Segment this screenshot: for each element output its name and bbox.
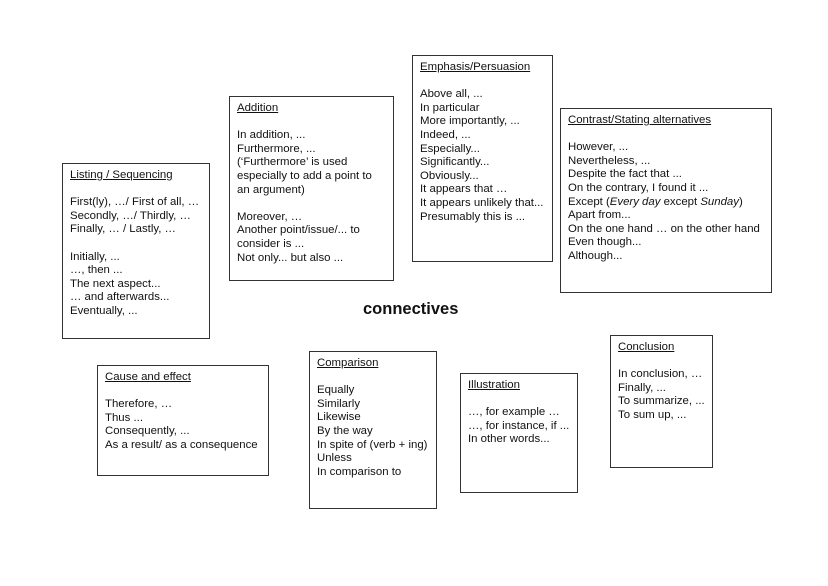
connective-line: an argument) [237,183,305,196]
line-gap [70,237,202,251]
except-italic-2: Sunday [700,195,739,208]
box-lines: …, for example ……, for instance, if ...I… [468,406,570,447]
connective-line: To sum up, ... [618,408,687,421]
box-title: Illustration [468,379,520,391]
connective-line: … and afterwards... [70,291,170,304]
connective-line: Consequently, ... [105,425,190,438]
box-title: Emphasis/Persuasion [420,61,531,73]
connective-line: By the way [317,424,373,437]
connective-line: Secondly, …/ Thirdly, … [70,209,191,222]
connective-line: especially to add a point to [237,169,372,182]
connective-line: However, ... [568,141,629,154]
addition-box: Addition In addition, ...Furthermore, ..… [229,96,394,281]
box-lines: However, ...Nevertheless, ...Despite the… [568,141,764,195]
connective-line: Furthermore, ... [237,142,316,155]
connective-line: More importantly, ... [420,115,520,128]
box-lines: In addition, ...Furthermore, ...(‘Furthe… [237,129,386,265]
connective-line: Not only... but also ... [237,251,344,264]
connective-line: It appears that … [420,183,508,196]
box-lines: Therefore, …Thus ...Consequently, ...As … [105,398,261,452]
connective-line: In spite of (verb + ing) [317,438,428,451]
connective-line: …, for example … [468,406,560,419]
connective-line: Another point/issue/... to [237,224,360,237]
connective-line: On the one hand … on the other hand [568,222,760,235]
except-italic-1: Every day [609,195,661,208]
connective-line: …, for instance, if ... [468,419,570,432]
connective-line: In particular [420,101,480,114]
connective-line: Despite the fact that ... [568,168,682,181]
line-gap [237,197,386,211]
connective-line: To summarize, ... [618,395,705,408]
connective-line: Similarly [317,397,361,410]
connective-line: As a result/ as a consequence [105,438,258,451]
contrast-alternatives-box: Contrast/Stating alternatives However, .… [560,108,772,293]
connective-line: On the contrary, I found it ... [568,181,709,194]
connective-line: Moreover, … [237,210,303,223]
connective-line: Especially... [420,142,480,155]
connective-line: It appears unlikely that... [420,196,544,209]
connective-line: First(ly), …/ First of all, … [70,196,200,209]
box-lines: First(ly), …/ First of all, …Secondly, …… [70,196,202,318]
connective-line: Thus ... [105,411,143,424]
connective-line: Even though... [568,236,642,249]
illustration-box: Illustration …, for example ……, for inst… [460,373,578,493]
except-suffix: ) [738,195,743,208]
connective-line: Equally [317,384,355,397]
connective-line: Nevertheless, ... [568,154,651,167]
except-prefix: Except ( [568,195,610,208]
connective-line: In comparison to [317,465,402,478]
connective-line: Indeed, ... [420,128,471,141]
connective-line: Finally, … / Lastly, … [70,223,176,236]
box-title: Contrast/Stating alternatives [568,114,712,126]
box-title: Comparison [317,357,379,369]
connective-line: Likewise [317,411,361,424]
diagram-title: connectives [363,300,459,318]
connective-line: Obviously... [420,169,479,182]
connective-line: Above all, ... [420,88,483,101]
connective-line: Unless [317,452,352,465]
connective-line: Significantly... [420,156,490,169]
box-lines: In conclusion, …Finally, ...To summarize… [618,368,705,422]
box-title: Listing / Sequencing [70,169,173,181]
listing-sequencing-box: Listing / Sequencing First(ly), …/ First… [62,163,210,339]
box-title: Cause and effect [105,371,191,383]
emphasis-persuasion-box: Emphasis/Persuasion Above all, ...In par… [412,55,553,262]
connective-line: Finally, ... [618,381,666,394]
connective-line: Presumably this is ... [420,210,526,223]
connective-line: Therefore, … [105,398,173,411]
connective-line: Initially, ... [70,250,120,263]
connective-line: In other words... [468,433,550,446]
box-title: Conclusion [618,341,675,353]
connective-line: consider is ... [237,237,305,250]
connective-line: Although... [568,249,623,262]
connective-line: Eventually, ... [70,304,138,317]
box-line-except: Except (Every day except Sunday) [568,196,764,210]
box-lines-after: Apart from...On the one hand … on the ot… [568,209,764,263]
conclusion-box: Conclusion In conclusion, …Finally, ...T… [610,335,713,468]
connective-line: …, then ... [70,264,123,277]
box-title: Addition [237,102,279,114]
connective-line: In addition, ... [237,129,306,142]
connective-line: Apart from... [568,209,631,222]
connective-line: The next aspect... [70,277,161,290]
connective-line: In conclusion, … [618,368,703,381]
cause-effect-box: Cause and effect Therefore, …Thus ...Con… [97,365,269,476]
connective-line: (‘Furthermore’ is used [237,156,348,169]
except-middle: except [660,195,701,208]
